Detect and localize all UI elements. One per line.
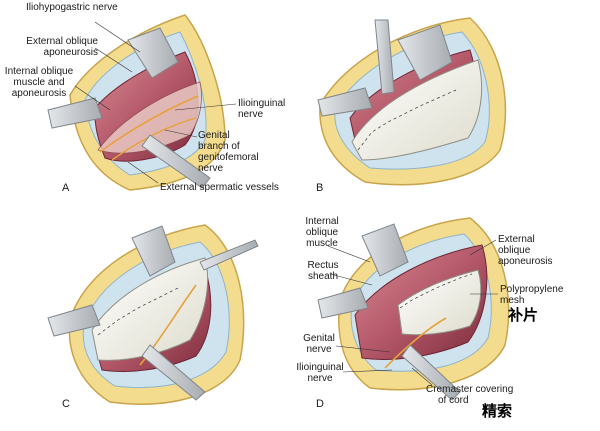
label-external-oblique-aponeurosis-d: External oblique aponeurosis [498,234,553,267]
panel-a-drawing [47,14,237,191]
panel-c-mesh [91,257,208,361]
annotation-spermatic-cord: 精索 [482,402,513,420]
panel-b-retractor-topright [397,24,453,81]
label-genital-nerve: Genital nerve [303,333,335,355]
label-internal-oblique-muscle-d: Internal oblique muscle [305,216,339,249]
panel-c-retractor-bottom [141,344,206,401]
panel-b-mesh [351,59,483,161]
label-rectus-sheath: Rectus sheath [307,260,339,282]
panel-d-retractor-left [317,287,369,319]
panel-c-drawing [47,224,259,405]
label-polypropylene-mesh: Polypropylene mesh [500,284,564,306]
panel-c-suture [97,287,179,336]
label-internal-oblique-muscle-a: Internal oblique muscle and aponeurosis [4,66,74,99]
panel-c-forceps [199,239,259,271]
panel-c-letter: C [62,398,70,410]
panel-d-suture [399,273,473,309]
panel-a-retractor-bottom [141,134,211,189]
label-external-oblique-aponeurosis-a: External oblique aponeurosis [26,36,98,58]
annotation-patch: 补片 [508,306,539,324]
panel-b-suture [357,89,457,151]
panel-d-letter: D [316,398,324,410]
panel-b-retractor-top [374,19,395,95]
label-genital-branch-genitofemoral: Genital branch of genitofemoral nerve [198,130,259,174]
label-ilioinguinal-nerve-a: Ilioinguinal nerve [238,98,286,120]
panel-c-retractor-left [47,304,101,337]
panel-a-retractor-left [47,97,103,129]
panel-b-drawing [317,17,507,186]
panel-a-retractor-top [127,27,179,79]
panel-a-nerve-1 [99,95,199,153]
label-iliohypogastric-nerve: Iliohypogastric nerve [26,2,118,13]
label-external-spermatic-vessels: External spermatic vessels [160,182,279,193]
panel-b-retractor-left [317,87,373,117]
panel-d-retractor-top [361,223,409,277]
panel-a-letter: A [62,182,70,194]
label-ilioinguinal-nerve-d: Ilioinguinal nerve [296,362,344,384]
panel-d-cord [384,317,447,369]
panel-b-letter: B [316,182,324,194]
panel-d-retractor-bottom [401,344,461,401]
panel-c-retractor-top [131,225,176,277]
panel-d-drawing [317,217,510,401]
panel-d-mesh [397,269,482,336]
panel-a-nerve-2 [111,117,197,161]
label-cremaster-covering-of-cord: Cremaster covering of cord [426,384,514,406]
